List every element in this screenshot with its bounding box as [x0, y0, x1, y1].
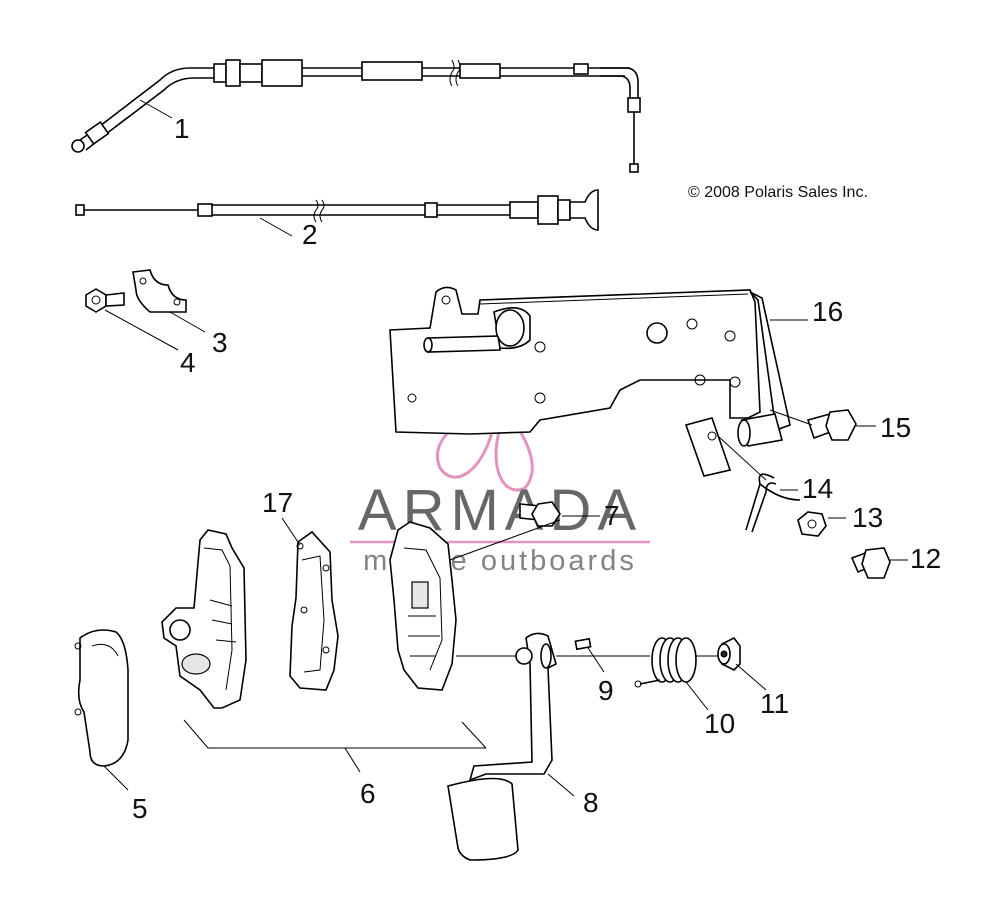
part-4-bolt — [85, 288, 179, 351]
part-17-gasket — [281, 517, 339, 691]
callout-14: 14 — [802, 473, 833, 504]
part-6-housing-left — [161, 529, 247, 709]
part-8-pedal — [447, 632, 575, 861]
part-10-spring — [634, 637, 720, 711]
part-12-bolt — [850, 547, 908, 579]
callout-8: 8 — [583, 787, 599, 818]
copyright-notice: © 2008 Polaris Sales Inc. — [688, 184, 868, 201]
part-7-bolt — [449, 501, 600, 561]
part-15-bolt — [769, 409, 876, 441]
callout-12: 12 — [910, 543, 941, 574]
callout-15: 15 — [880, 412, 911, 443]
callout-3: 3 — [212, 327, 228, 358]
part-16-bracket — [389, 286, 808, 477]
callout-6: 6 — [360, 778, 376, 809]
callout-16: 16 — [812, 296, 843, 327]
part-1-cable — [71, 59, 641, 173]
callout-7: 7 — [604, 500, 620, 531]
part-9-key — [556, 637, 650, 673]
callout-9: 9 — [598, 675, 614, 706]
part-11-bushing — [717, 636, 767, 691]
callout-5: 5 — [132, 793, 148, 824]
part-5-cover — [74, 629, 129, 791]
callout-17: 17 — [262, 487, 293, 518]
part-14-pin — [717, 435, 801, 533]
callout-10: 10 — [704, 708, 735, 739]
callout-4: 4 — [180, 347, 196, 378]
part-3-bracket — [132, 269, 206, 333]
part-6-housing-right — [389, 521, 528, 691]
callout-2: 2 — [302, 219, 318, 250]
part-6-leader — [183, 719, 487, 773]
callout-11: 11 — [760, 688, 789, 719]
part-13-nut — [797, 511, 846, 537]
callout-13: 13 — [852, 502, 883, 533]
part-2-cable — [75, 189, 599, 237]
callout-1: 1 — [174, 113, 190, 144]
